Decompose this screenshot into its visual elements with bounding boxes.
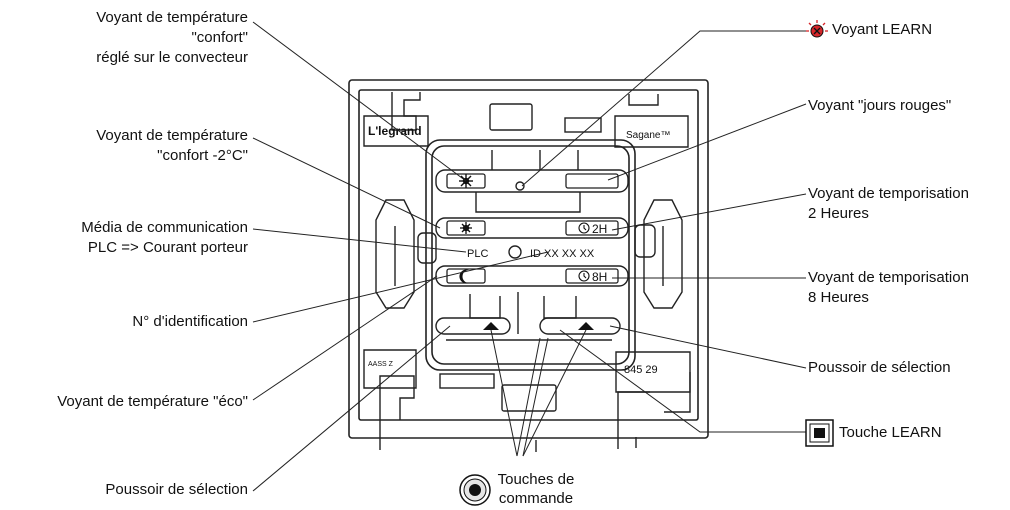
callout-line: N° d'identification [132,313,248,330]
callout-line: Voyant "jours rouges" [808,97,952,114]
callout-id-number: N° d'identification [132,312,248,332]
callout-line: Poussoir de sélection [105,481,248,498]
callout-line: Voyant de temporisation [808,185,969,202]
callout-eco: Voyant de température "éco" [57,392,248,412]
module-plate [348,79,709,439]
plc-label: PLC [467,248,488,260]
timer-8h-label: 8H [592,270,607,284]
callout-selection-right: Poussoir de sélection [808,358,951,378]
callout-media: Média de communication PLC => Courant po… [81,218,248,258]
command-key-icon [459,474,491,506]
callout-line: Média de communication [81,219,248,236]
learn-led-icon [806,20,828,38]
callout-timer-8h: Voyant de temporisation 8 Heures [808,268,969,308]
arrow-up-icon [483,322,499,330]
timer-2h-label: 2H [592,222,607,236]
callout-line: Touche LEARN [839,424,942,441]
callout-learn-led: Voyant LEARN [832,20,932,40]
sun-small-icon [460,222,472,234]
id-label: ID XX XX XX [530,248,595,260]
callout-line: "confort" [191,29,248,46]
callout-line: Voyant LEARN [832,21,933,38]
ref-left: AASS Z [368,361,394,368]
callout-line: "confort -2°C" [157,147,248,164]
callout-selection-left: Poussoir de sélection [105,480,248,500]
key-rows [435,150,629,341]
callout-line: 2 Heures [808,205,869,222]
indicator-discs [508,181,525,259]
moon-icon [459,269,469,284]
brand-logo: L'legrand [368,124,422,138]
learn-key-icon [805,419,834,447]
ref-right: 845 29 [624,364,658,376]
callout-command-keys: Touches de commande [494,470,578,508]
side-slots [375,199,683,309]
callout-timer-2h: Voyant de temporisation 2 Heures [808,184,969,224]
callout-line: réglé sur le convecteur [96,49,248,66]
callout-line: Voyant de température [96,127,248,144]
callout-line: Voyant de temporisation [808,269,969,286]
callout-learn-key: Touche LEARN [839,423,942,443]
brand-frames [363,115,691,393]
product-name: Sagane™ [626,130,670,141]
callout-line: PLC => Courant porteur [87,239,248,256]
callout-line: Poussoir de sélection [808,359,951,376]
callout-line: 8 Heures [808,289,869,306]
callout-line: Touches de [497,471,575,488]
callout-red-days: Voyant "jours rouges" [808,96,951,116]
leader-lines [252,21,807,492]
callout-line: Voyant de température [96,9,248,26]
callout-confort-minus2: Voyant de température "confort -2°C" [96,126,248,166]
callout-line: commande [498,490,574,507]
callout-line: Voyant de température "éco" [57,393,248,410]
callout-confort: Voyant de température "confort" réglé su… [96,8,248,68]
arrow-up-icon [578,322,594,330]
clock-icon [578,222,590,282]
